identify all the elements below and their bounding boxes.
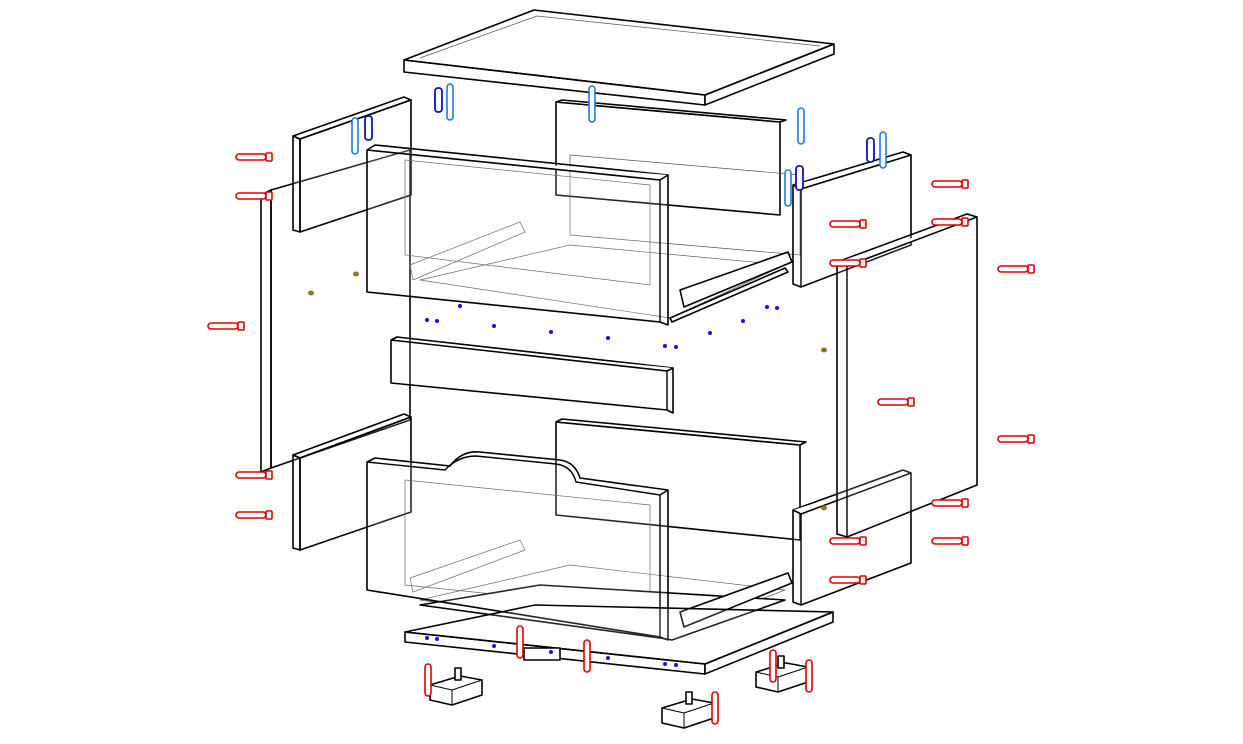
screw-icon xyxy=(235,471,267,479)
screw-icon xyxy=(997,435,1029,443)
screw-head-icon xyxy=(961,217,969,227)
screw-icon xyxy=(235,153,267,161)
cam-point-icon xyxy=(425,636,429,640)
dowel-icon xyxy=(797,107,805,145)
cam-point-icon xyxy=(663,344,667,348)
screw-head-icon xyxy=(961,498,969,508)
dowel-icon xyxy=(588,85,596,123)
screw-head-icon xyxy=(961,179,969,189)
top-panel xyxy=(403,9,835,106)
screw-icon xyxy=(829,537,861,545)
screw-icon xyxy=(931,499,963,507)
fasteners-group xyxy=(207,83,1035,725)
screw-head-icon xyxy=(859,575,867,585)
screw-icon xyxy=(931,180,963,188)
cam-point-icon xyxy=(663,662,667,666)
cam-bolt-icon xyxy=(866,137,875,163)
cam-point-icon xyxy=(425,318,429,322)
bottom-panel xyxy=(404,604,834,675)
cam-point-icon xyxy=(775,306,779,310)
cam-point-icon xyxy=(674,345,678,349)
marker-dot-icon xyxy=(821,347,827,353)
cam-point-icon xyxy=(549,650,553,654)
cam-point-icon xyxy=(765,305,769,309)
screw-icon xyxy=(235,192,267,200)
screw-head-icon xyxy=(859,536,867,546)
cam-point-icon xyxy=(492,324,496,328)
screw-icon xyxy=(711,691,719,725)
screw-head-icon xyxy=(961,536,969,546)
dowel-icon xyxy=(784,169,792,207)
screw-icon xyxy=(829,220,861,228)
lower-drawer xyxy=(366,450,793,641)
screw-head-icon xyxy=(265,510,273,520)
screw-head-icon xyxy=(1027,264,1035,274)
screw-head-icon xyxy=(265,191,273,201)
cam-point-icon xyxy=(606,336,610,340)
cam-bolt-icon xyxy=(364,115,373,141)
left-upper-stile xyxy=(292,96,412,233)
dowel-icon xyxy=(879,131,887,169)
marker-dot-icon xyxy=(821,505,827,511)
screw-head-icon xyxy=(907,397,915,407)
screw-icon xyxy=(424,663,432,697)
cam-point-icon xyxy=(674,663,678,667)
left-lower-stile xyxy=(292,413,412,551)
screw-icon xyxy=(931,218,963,226)
cam-point-icon xyxy=(741,319,745,323)
cam-point-icon xyxy=(606,656,610,660)
cam-point-icon xyxy=(435,319,439,323)
screw-head-icon xyxy=(1027,434,1035,444)
marker-dot-icon xyxy=(353,271,359,277)
dowel-icon xyxy=(351,117,359,155)
foot-center xyxy=(661,691,715,729)
cam-point-icon xyxy=(549,330,553,334)
dowel-icon xyxy=(446,83,454,121)
screw-icon xyxy=(997,265,1029,273)
screw-icon xyxy=(769,649,777,683)
screw-head-icon xyxy=(265,470,273,480)
middle-rail xyxy=(390,336,674,414)
screw-head-icon xyxy=(859,258,867,268)
cam-point-icon xyxy=(708,331,712,335)
cam-point-icon xyxy=(492,644,496,648)
back-panel-lower xyxy=(555,418,807,541)
screw-icon xyxy=(583,639,591,673)
back-panel-upper xyxy=(555,99,801,256)
screw-icon xyxy=(829,259,861,267)
cam-point-icon xyxy=(458,304,462,308)
screw-head-icon xyxy=(265,152,273,162)
cam-bolt-icon xyxy=(434,87,443,113)
upper-drawer xyxy=(366,144,793,326)
foot-left xyxy=(429,667,483,706)
screw-icon xyxy=(829,576,861,584)
screw-head-icon xyxy=(237,321,245,331)
right-side-panel xyxy=(836,213,978,538)
cam-point-icon xyxy=(435,637,439,641)
screw-icon xyxy=(235,511,267,519)
screw-icon xyxy=(805,659,813,693)
cam-bolt-icon xyxy=(795,165,804,191)
screw-head-icon xyxy=(859,219,867,229)
screw-icon xyxy=(207,322,239,330)
marker-dot-icon xyxy=(308,290,314,296)
screw-icon xyxy=(516,625,524,659)
screw-icon xyxy=(877,398,909,406)
foot-right xyxy=(755,655,809,693)
screw-icon xyxy=(931,537,963,545)
